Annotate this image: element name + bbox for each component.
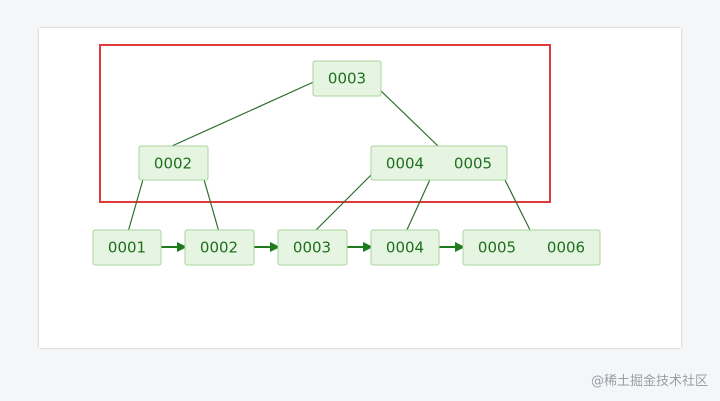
leaf-3-key-1: 0003 <box>293 239 331 257</box>
edge-root-to-internal-left <box>171 79 319 147</box>
internal-node-right: 0004 0005 <box>370 145 508 181</box>
internal-right-key-2: 0005 <box>454 155 492 173</box>
leaf-1-key-1: 0001 <box>108 239 146 257</box>
internal-node-left: 0002 <box>138 145 209 181</box>
leaf-node-3: 0003 <box>277 229 348 266</box>
leaf-5-key-2: 0006 <box>547 239 585 257</box>
watermark-text: @稀土掘金技术社区 <box>590 374 708 389</box>
leaf-node-2: 0002 <box>184 229 255 266</box>
internal-left-key-1: 0002 <box>154 155 192 173</box>
leaf-node-5: 0005 0006 <box>462 229 601 266</box>
leaf-5-key-1: 0005 <box>478 239 516 257</box>
root-node: 0003 <box>312 60 382 97</box>
edge-root-to-internal-right <box>377 87 439 147</box>
internal-right-key-1: 0004 <box>386 155 424 173</box>
leaf-node-4: 0004 <box>370 229 440 266</box>
edge-internal-right-to-leaf-3 <box>313 167 379 233</box>
leaf-node-1: 0001 <box>92 229 162 266</box>
non-leaf-highlight-box <box>99 44 551 203</box>
leaf-4-key-1: 0004 <box>386 239 424 257</box>
leaf-2-key-1: 0002 <box>200 239 238 257</box>
root-key-1: 0003 <box>328 70 366 88</box>
